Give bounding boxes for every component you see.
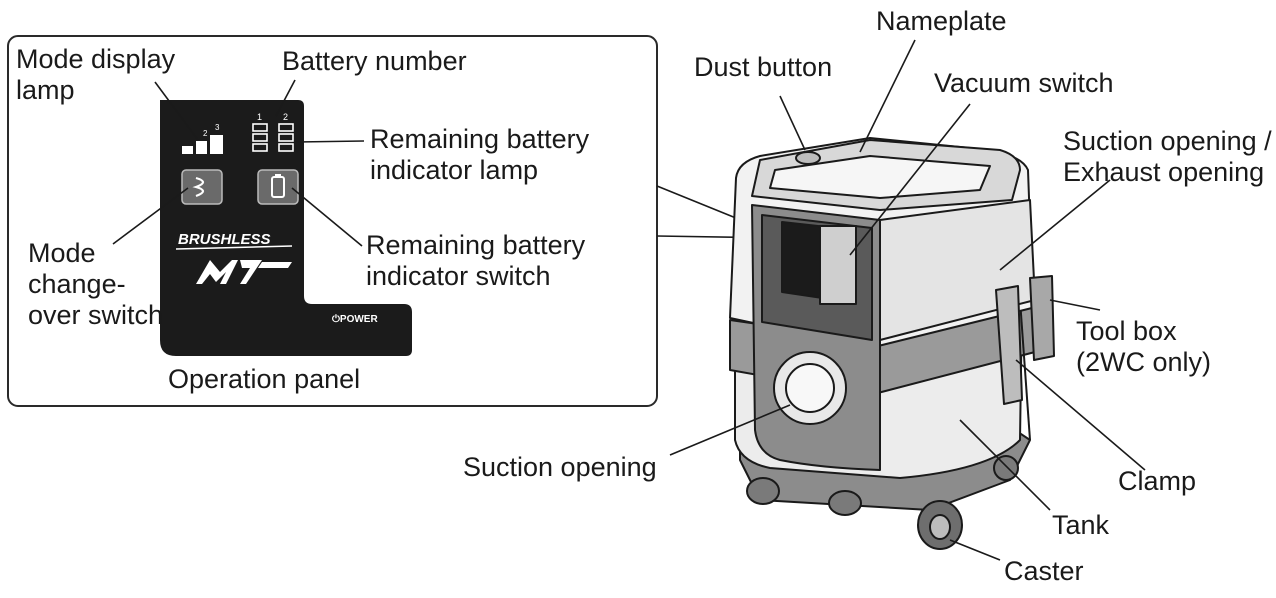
dust-button xyxy=(795,151,821,165)
mv-logo xyxy=(196,260,292,284)
clamp xyxy=(995,285,1023,405)
mode-number: 2 xyxy=(203,129,208,138)
label-mode-display-lamp: Mode display lamp xyxy=(16,44,176,105)
vacuum-cleaner-body xyxy=(729,137,1055,550)
battery-number-label: 1 xyxy=(257,112,262,122)
caster xyxy=(746,477,780,505)
mode-display-lamp: 2 3 xyxy=(182,123,223,154)
label-remaining-battery-indicator-lamp: Remaining battery indicator lamp xyxy=(370,124,590,185)
label-tool-box: Tool box (2WC only) xyxy=(1076,316,1212,377)
label-dust-button: Dust button xyxy=(694,52,833,82)
label-nameplate: Nameplate xyxy=(876,6,1007,36)
label-vacuum-switch: Vacuum switch xyxy=(934,68,1114,98)
label-mode-changeover-switch: Mode change- over switch xyxy=(28,238,164,330)
caster xyxy=(828,490,862,516)
caster xyxy=(993,455,1019,481)
power-label: ⏻POWER xyxy=(332,313,378,325)
label-clamp: Clamp xyxy=(1118,466,1197,496)
label-battery-number: Battery number xyxy=(282,46,467,76)
mode-changeover-switch[interactable] xyxy=(181,169,223,205)
label-suction-opening: Suction opening xyxy=(463,452,657,482)
remaining-battery-indicator-lamp: 1 2 xyxy=(252,112,294,152)
label-remaining-battery-indicator-switch: Remaining battery indicator switch xyxy=(366,230,586,291)
brushless-logo: BRUSHLESS xyxy=(178,231,271,248)
label-suction-exhaust-opening: Suction opening / Exhaust opening xyxy=(1063,126,1272,187)
label-caster: Caster xyxy=(1004,556,1084,586)
vacuum-switch xyxy=(819,225,857,305)
battery-number-label: 2 xyxy=(283,112,288,122)
inset-leader-lines xyxy=(112,79,365,247)
label-operation-panel: Operation panel xyxy=(168,364,361,394)
mode-number: 3 xyxy=(215,123,220,132)
tool-box xyxy=(1029,275,1055,361)
machine-leader-lines xyxy=(669,39,1146,561)
inset-frame xyxy=(7,35,658,407)
swirl-icon xyxy=(192,176,205,198)
operation-panel xyxy=(160,100,412,356)
remaining-battery-indicator-switch[interactable] xyxy=(257,169,299,205)
label-tank: Tank xyxy=(1052,510,1110,540)
